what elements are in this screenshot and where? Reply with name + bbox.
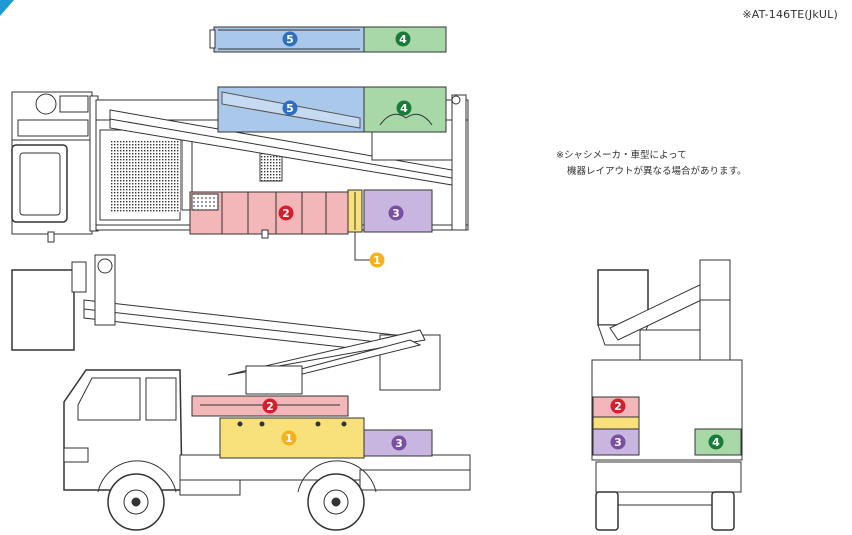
svg-text:2: 2: [614, 400, 622, 413]
svg-text:1: 1: [373, 254, 381, 267]
badge-4-top: 4: [396, 100, 412, 116]
layout-note: ※シャシメーカ・車型によって 機器レイアウトが異なる場合があります。: [556, 148, 747, 180]
truck-top-view: [11, 86, 469, 261]
svg-text:3: 3: [395, 437, 403, 450]
badge-3-side: 3: [391, 435, 407, 451]
badge-2-top: 2: [278, 205, 294, 221]
badge-1-side: 1: [281, 430, 297, 446]
svg-text:4: 4: [400, 102, 408, 115]
svg-text:3: 3: [392, 207, 400, 220]
badge-4-rear: 4: [708, 434, 724, 450]
badge-2-rear: 2: [610, 398, 626, 414]
layout-note-line-1: ※シャシメーカ・車型によって: [556, 150, 687, 161]
svg-text:5: 5: [286, 102, 294, 115]
svg-text:2: 2: [282, 207, 290, 220]
badge-2-side: 2: [262, 398, 278, 414]
svg-text:5: 5: [286, 33, 294, 46]
badge-3-rear: 3: [610, 434, 626, 450]
badge-1-top: 1: [369, 252, 385, 268]
svg-text:2: 2: [266, 400, 274, 413]
badge-4-strip: 4: [395, 31, 411, 47]
truck-rear-view: [591, 259, 743, 531]
badge-3-top: 3: [388, 205, 404, 221]
rear-bin-1: [592, 416, 640, 430]
layout-note-line-2: 機器レイアウトが異なる場合があります。: [567, 166, 747, 177]
badge-5-strip: 5: [282, 31, 298, 47]
side-bin-1: [219, 417, 365, 459]
side-bins-strip: [209, 26, 447, 53]
badge-5-top: 5: [282, 100, 298, 116]
corner-accent: [0, 0, 14, 16]
svg-text:4: 4: [712, 436, 720, 449]
truck-side-view: [11, 254, 471, 531]
svg-text:1: 1: [285, 432, 293, 445]
side-bucket: [11, 269, 75, 351]
svg-text:4: 4: [399, 33, 407, 46]
model-code: ※AT-146TE(JkUL): [742, 8, 838, 21]
svg-text:3: 3: [614, 436, 622, 449]
